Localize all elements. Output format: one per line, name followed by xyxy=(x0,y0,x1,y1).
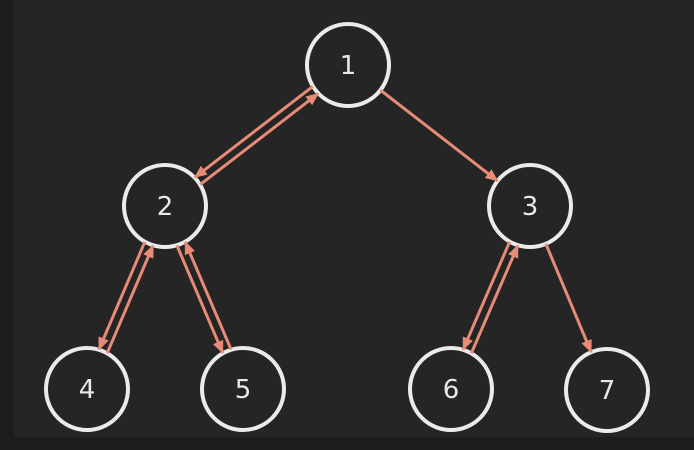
node-label: 1 xyxy=(340,51,357,81)
node-label: 5 xyxy=(235,375,252,405)
tree-node-5: 5 xyxy=(200,346,286,432)
tree-node-6: 6 xyxy=(408,346,494,432)
edge-3-7-forward-arrow xyxy=(544,243,593,354)
edge-2-5-return-arrow xyxy=(183,241,233,351)
edge-2-4-return-arrow xyxy=(105,244,155,354)
tree-node-2: 2 xyxy=(122,163,208,249)
tree-node-4: 4 xyxy=(44,346,130,432)
node-circle xyxy=(408,346,494,432)
edge-3-6-return-arrow xyxy=(470,244,520,354)
node-label: 3 xyxy=(522,192,539,222)
node-circle xyxy=(200,346,286,432)
node-circle xyxy=(305,22,391,108)
edge-1-2-return-arrow xyxy=(199,92,320,186)
edge-2-4-forward-arrow xyxy=(97,241,147,351)
edge-2-5-forward-arrow xyxy=(175,244,225,354)
edge-1-2-forward-arrow xyxy=(193,85,314,179)
edge-3-6-forward-arrow xyxy=(461,241,511,351)
node-label: 4 xyxy=(79,375,96,405)
node-label: 2 xyxy=(157,192,174,222)
edge-1-3-forward-arrow xyxy=(379,88,499,183)
tree-node-3: 3 xyxy=(487,163,573,249)
window-frame-left xyxy=(0,0,14,450)
node-circle xyxy=(122,163,208,249)
window-frame-bottom xyxy=(0,437,694,450)
node-label: 7 xyxy=(599,376,616,406)
node-label: 6 xyxy=(443,375,460,405)
node-circle xyxy=(564,347,650,433)
tree-node-7: 7 xyxy=(564,347,650,433)
node-circle xyxy=(44,346,130,432)
tree-node-1: 1 xyxy=(305,22,391,108)
node-circle xyxy=(487,163,573,249)
